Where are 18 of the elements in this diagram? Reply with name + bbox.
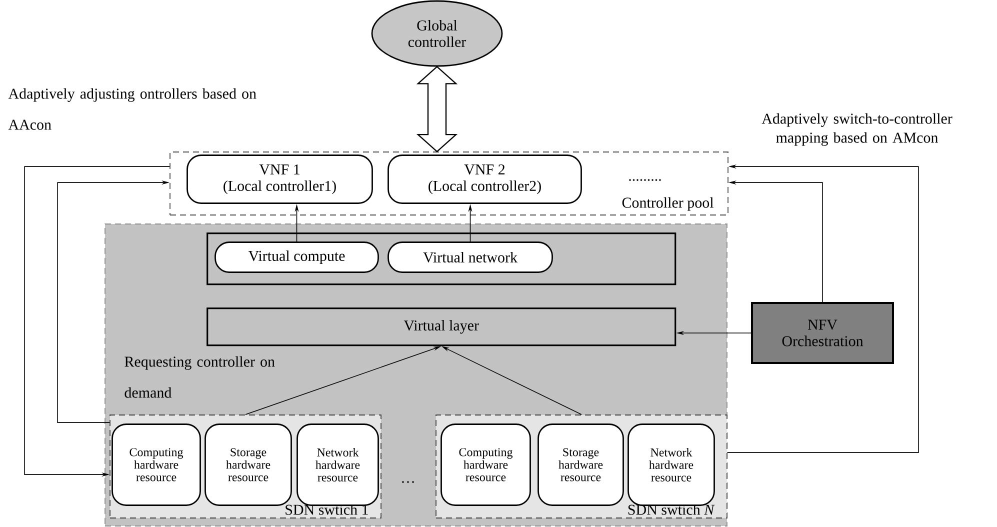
hardware-box: Storage hardware resource: [204, 424, 292, 506]
hardware-box: Computing hardware resource: [112, 424, 201, 506]
layer-box: Virtual layer: [206, 308, 676, 346]
arrow: [727, 164, 919, 453]
hardware-box: Network hardware resource: [628, 424, 715, 506]
resource-pill: Virtual network: [388, 242, 553, 273]
annotation-text: Adaptively switch-to-controller mapping based on AMcon: [762, 113, 952, 146]
annotation-text: Adaptively adjusting ontrollers based on AAcon: [8, 88, 256, 130]
ellipsis-dots: …: [402, 481, 414, 483]
hardware-box: Network hardware resource: [296, 424, 379, 506]
annotation-text: Requesting controller on demand: [124, 356, 275, 398]
ellipsis-dots: .........: [629, 179, 661, 181]
hardware-box: Computing hardware resource: [440, 424, 531, 506]
resource-pill: Virtual compute: [214, 242, 379, 273]
controller-pill: VNF 2 (Local controller2): [388, 154, 582, 204]
hardware-box: Storage hardware resource: [538, 424, 624, 506]
controller-pill: VNF 1 (Local controller1): [186, 154, 373, 204]
orchestration-box: NFV Orchestration: [751, 302, 894, 364]
